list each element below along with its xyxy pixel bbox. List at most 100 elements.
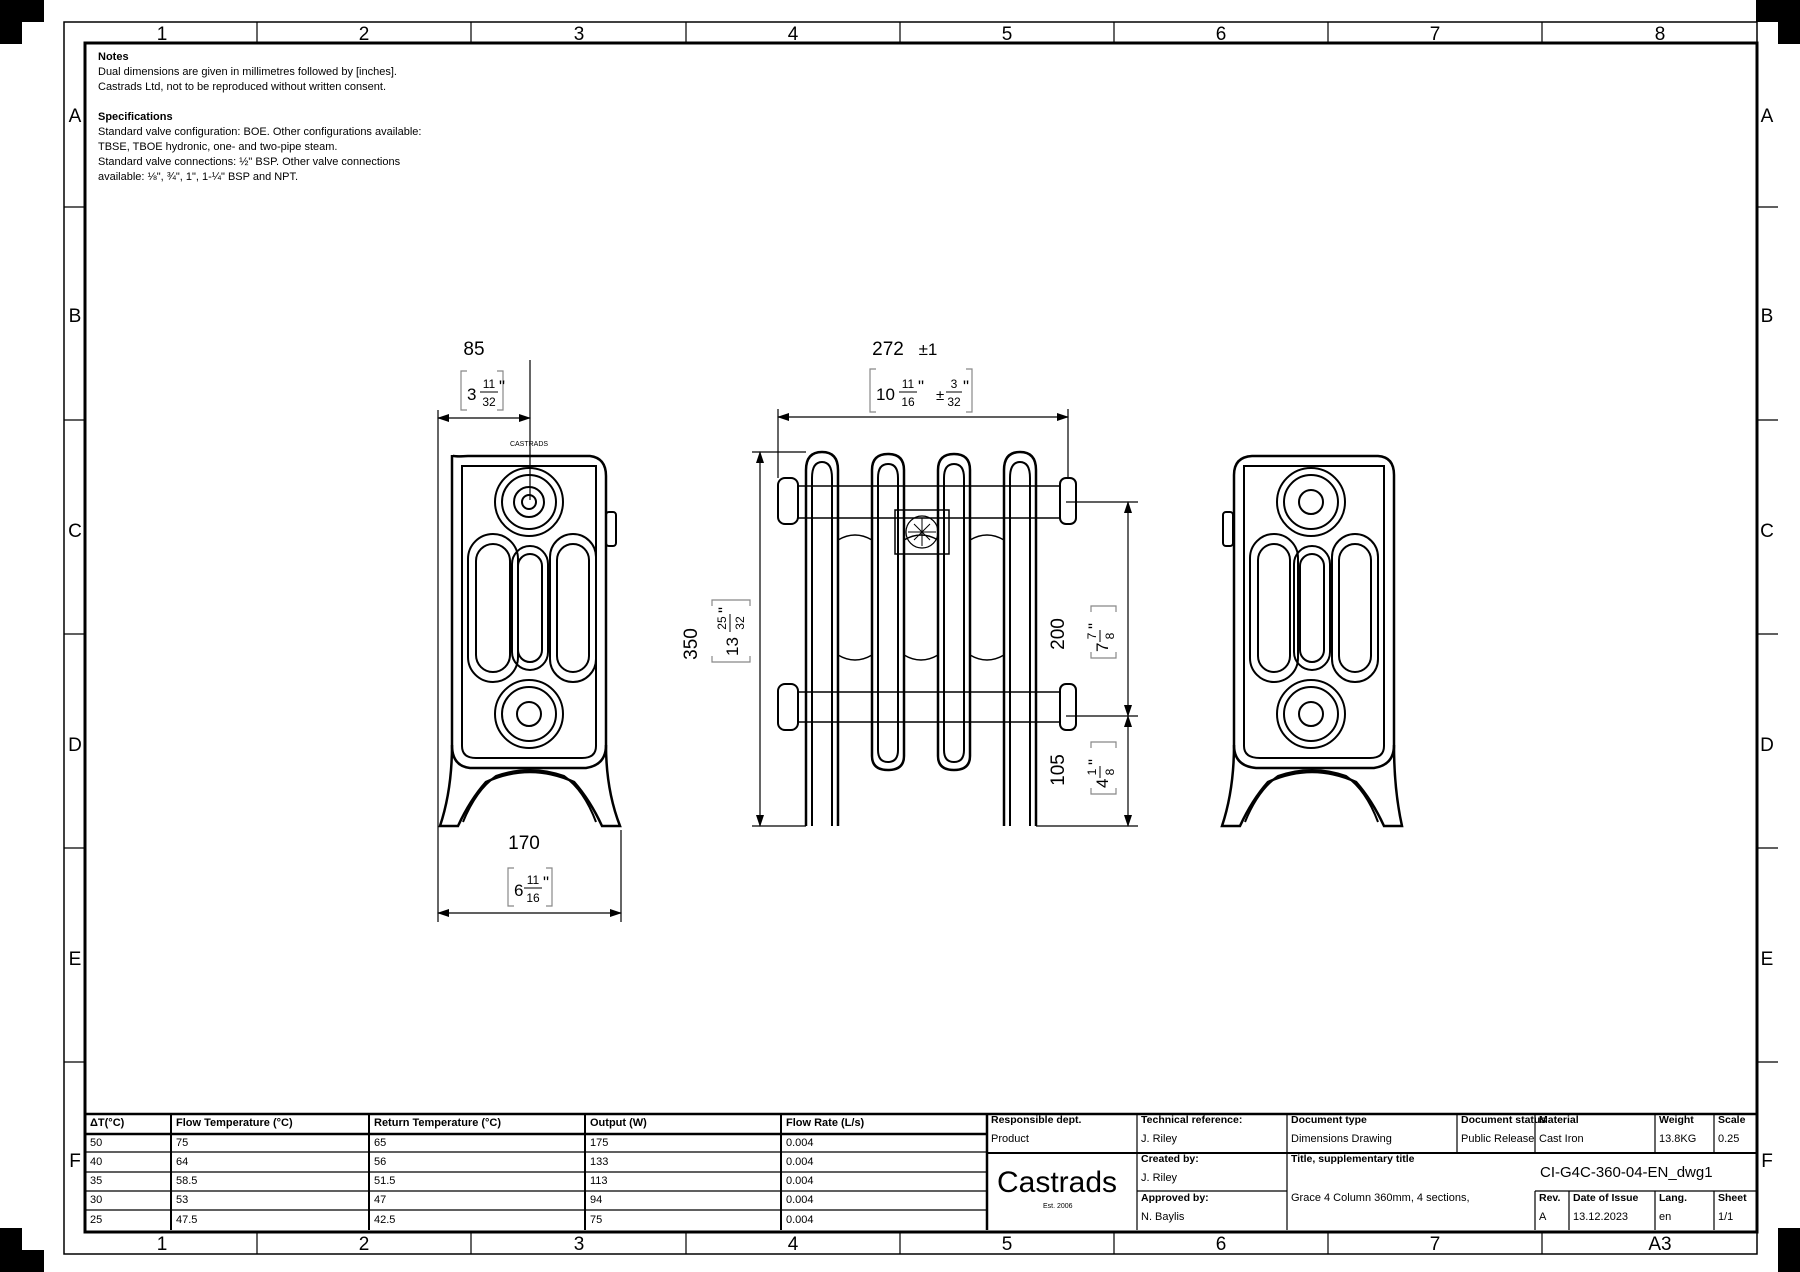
table-cell: 113 <box>590 1175 608 1187</box>
grid-col-bottom-7: 7 <box>1430 1234 1441 1255</box>
inner-frame <box>83 41 1759 1234</box>
table-cell: 47 <box>374 1194 387 1206</box>
table-cell: 40 <box>90 1156 103 1168</box>
side-width-in-den: 32 <box>482 395 496 409</box>
table-cell: 0.004 <box>786 1194 814 1206</box>
created-by-label: Created by: <box>1141 1153 1199 1165</box>
spec-line-3: Standard valve connections: ½" BSP. Othe… <box>98 156 401 168</box>
castrads-logo: Castrads <box>997 1166 1118 1199</box>
floor-in-whole: 4 <box>1093 779 1112 788</box>
spec-line-1: Standard valve configuration: BOE. Other… <box>98 126 422 138</box>
depth-mm: 170 <box>508 833 540 854</box>
depth-in-num: 11 <box>527 873 540 887</box>
depth-inch-mark: " <box>543 873 549 892</box>
sheet-label: Sheet <box>1718 1192 1747 1204</box>
table-cell: 25 <box>90 1214 103 1226</box>
spec-line-4: available: ⅛", ¾", 1", 1-¼" BSP and NPT. <box>98 171 299 183</box>
grid-col-3: 3 <box>574 24 585 45</box>
lang-value: en <box>1659 1211 1672 1223</box>
approved-by-label: Approved by: <box>1141 1192 1209 1204</box>
table-cell: 58.5 <box>176 1175 198 1187</box>
created-by-value: J. Riley <box>1141 1172 1178 1184</box>
rev-value: A <box>1539 1211 1547 1223</box>
sheet-value: 1/1 <box>1718 1211 1734 1223</box>
front-width-in-den: 16 <box>901 395 915 409</box>
table-cell: 53 <box>176 1194 189 1206</box>
grid-row-a: A <box>69 106 82 127</box>
document-type-label: Document type <box>1291 1114 1367 1126</box>
depth-in-whole: 6 <box>514 881 523 900</box>
grid-col-1: 1 <box>157 24 168 45</box>
grid-col-7: 7 <box>1430 24 1441 45</box>
centres-mm: 200 <box>1048 618 1069 650</box>
grid-dividers <box>64 22 1778 1254</box>
material-value: Cast Iron <box>1539 1133 1584 1145</box>
side-width-mm: 85 <box>463 339 484 360</box>
material-label: Material <box>1539 1114 1579 1126</box>
notes-line-1: Dual dimensions are given in millimetres… <box>98 66 397 78</box>
approved-by-value: N. Baylis <box>1141 1211 1185 1223</box>
floor-clearance-inches: 4 1 8 " <box>1085 759 1117 788</box>
document-type-value: Dimensions Drawing <box>1291 1133 1392 1145</box>
drawing-title: Grace 4 Column 360mm, 4 sections, <box>1291 1192 1470 1204</box>
grid-col-bottom-5: 5 <box>1002 1234 1013 1255</box>
grid-col-5: 5 <box>1002 24 1013 45</box>
document-status-label: Document status <box>1461 1114 1547 1126</box>
grid-row-b: B <box>69 306 82 327</box>
scale-value: 0.25 <box>1718 1133 1740 1145</box>
table-cell: 75 <box>590 1214 603 1226</box>
grid-row-e-right: E <box>1761 949 1774 970</box>
table-cell: 30 <box>90 1194 103 1206</box>
table-cell: 51.5 <box>374 1175 396 1187</box>
scale-label: Scale <box>1718 1114 1746 1126</box>
front-width-tol-den: 32 <box>947 395 961 409</box>
responsible-dept-value: Product <box>991 1133 1029 1145</box>
notes-block: Notes Dual dimensions are given in milli… <box>98 50 421 185</box>
date-label: Date of Issue <box>1573 1192 1639 1204</box>
table-cell: 0.004 <box>786 1175 814 1187</box>
grid-row-b-right: B <box>1761 306 1774 327</box>
grid-row-d-right: D <box>1760 735 1774 756</box>
rev-label: Rev. <box>1539 1192 1561 1204</box>
side-view-right <box>1220 454 1404 828</box>
table-header-flow-rate: Flow Rate (L/s) <box>786 1117 865 1129</box>
side-view-left <box>438 454 622 828</box>
grid-row-f-right: F <box>1761 1151 1773 1172</box>
height-in-num: 25 <box>715 616 729 630</box>
sheet-size-label: A3 <box>1648 1234 1671 1255</box>
table-cell: 42.5 <box>374 1214 396 1226</box>
height-inches: 13 25 32 " <box>715 607 747 656</box>
spec-line-2: TBSE, TBOE hydronic, one- and two-pipe s… <box>98 141 338 153</box>
table-cell: 65 <box>374 1137 387 1149</box>
front-width-in-num: 11 <box>902 377 915 391</box>
grid-col-bottom-3: 3 <box>574 1234 585 1255</box>
grid-row-a-right: A <box>1761 106 1774 127</box>
technical-reference-value: J. Riley <box>1141 1133 1178 1145</box>
weight-value: 13.8KG <box>1659 1133 1697 1145</box>
table-header-return: Return Temperature (°C) <box>374 1117 502 1129</box>
front-dimension-lines <box>711 368 1138 827</box>
front-width-tol-inch-mark: " <box>963 377 969 396</box>
front-width-mm: 272 <box>872 339 904 360</box>
front-width-tolerance: ±1 <box>919 340 938 359</box>
notes-line-2: Castrads Ltd, not to be reproduced witho… <box>98 81 386 93</box>
front-width-inches: 10 11 16 " ± 3 32 " <box>876 377 969 409</box>
floor-in-num: 1 <box>1085 768 1099 775</box>
centres-in-num: 7 <box>1085 632 1099 639</box>
table-header-flow: Flow Temperature (°C) <box>176 1117 293 1129</box>
grid-col-bottom-4: 4 <box>788 1234 799 1255</box>
grid-col-8: 8 <box>1655 24 1666 45</box>
table-cell: 64 <box>176 1156 189 1168</box>
table-cell: 0.004 <box>786 1214 814 1226</box>
lang-label: Lang. <box>1659 1192 1687 1204</box>
title-label: Title, supplementary title <box>1291 1153 1415 1165</box>
floor-inch-mark: " <box>1085 759 1104 765</box>
spec-heading: Specifications <box>98 111 173 123</box>
grid-row-d: D <box>68 735 82 756</box>
height-in-den: 32 <box>733 616 747 630</box>
side-width-inch-mark: " <box>499 377 505 396</box>
grid-row-e: E <box>69 949 82 970</box>
